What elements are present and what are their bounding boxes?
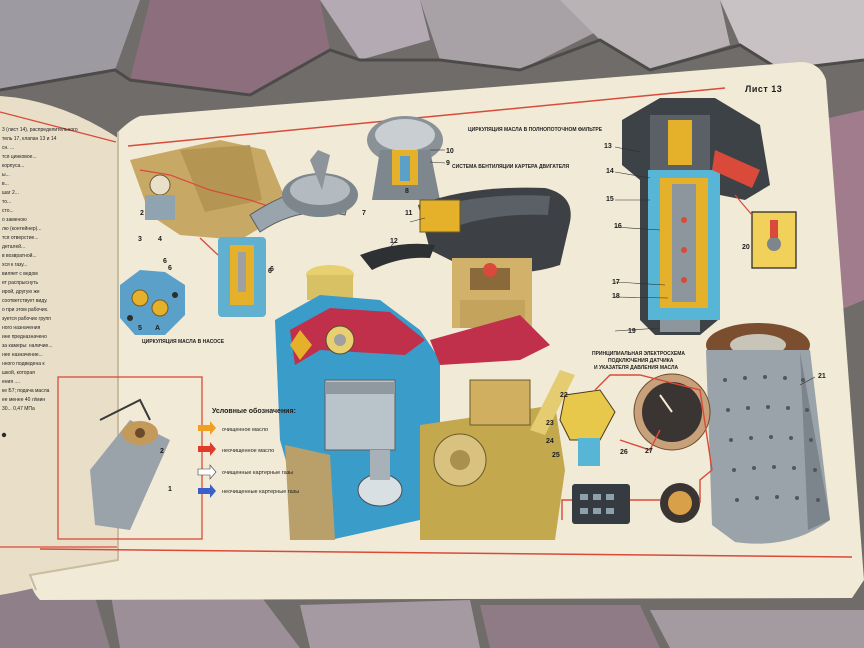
oil-filter-cutaway [622,98,770,335]
engine-block-topleft [130,140,290,240]
left-page [0,96,118,595]
engine-cutaway [275,265,575,540]
sensor-detail-box [57,376,203,540]
caption-wiring-line1: ПРИНЦИПИАЛЬНАЯ ЭЛЕКТРОСХЕМА [592,351,686,357]
sheet-number-label: Лист 13 [745,84,783,94]
legend-item-clean-oil: очищенное масло [222,427,269,433]
leader-lines [379,146,816,386]
legend-swatches [197,421,217,498]
air-filter-housing [360,187,571,274]
legend-item-unclean-oil: неочищенное масло [222,448,275,454]
legend-item-unclean-gases: неочищенные картерные газы [222,489,300,495]
legend-title: Условные обозначения: [212,408,296,415]
oil-pump-section [120,270,185,335]
pump-drive-assembly [367,116,443,200]
legend-item-clean-gases: очищенные картерные газы [222,470,294,476]
bypass-valve-detail [734,194,797,269]
caption-wiring-line2: ПОДКЛЮЧЕНИЯ ДАТЧИКА [608,358,674,364]
caption-wiring-line3: И УКАЗАТЕЛЯ ДАВЛЕНИЯ МАСЛА [594,365,679,371]
caption-full-flow-filter: ЦИРКУЛЯЦИЯ МАСЛА В ПОЛНОПОТОЧНОМ ФИЛЬТРЕ [468,127,603,133]
relief-valve-section [199,237,266,317]
caption-pump-circulation: ЦИРКУЛЯЦИЯ МАСЛА В НАСОСЕ [142,339,225,345]
caption-crankcase-ventilation: СИСТЕМА ВЕНТИЛЯЦИИ КАРТЕРА ДВИГАТЕЛЯ [452,164,570,170]
oil-pickup-strainer [249,150,358,233]
wiring-diagram [559,373,713,524]
bottom-border-line [39,548,853,558]
top-border-line [127,87,726,147]
filter-element-perforated [706,323,830,544]
